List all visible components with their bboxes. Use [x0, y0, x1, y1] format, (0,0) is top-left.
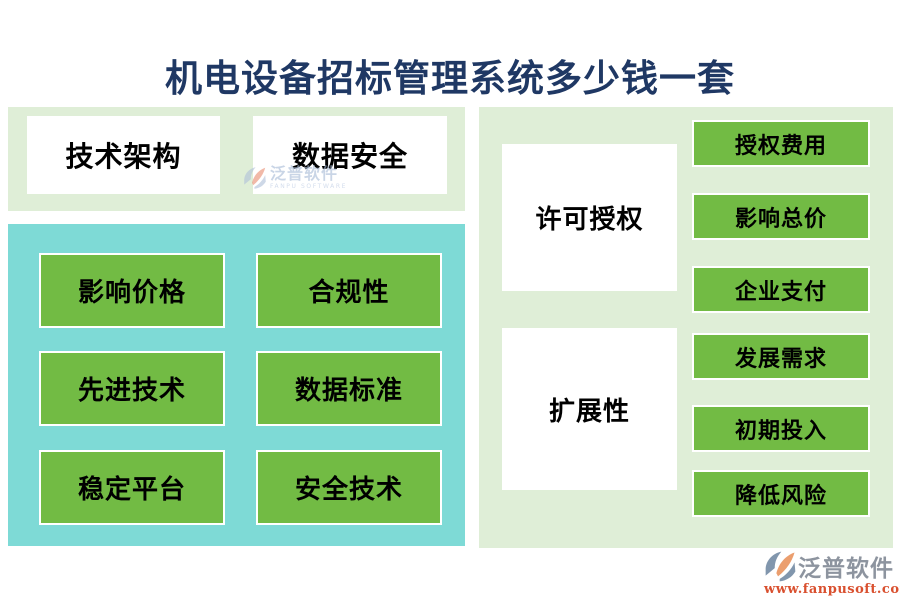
category-label: 技术架构 [65, 140, 182, 173]
factor-label: 稳定平台 [77, 475, 186, 505]
group-label: 扩展性 [548, 396, 630, 427]
item-label: 企业支付 [734, 279, 827, 305]
item-label: 影响总价 [734, 206, 827, 232]
item-block-initial-investment: 初期投入 [692, 405, 870, 452]
item-block-license-fee: 授权费用 [692, 120, 870, 167]
item-block-total-price-impact: 影响总价 [692, 193, 870, 240]
factor-label: 合规性 [308, 278, 390, 308]
page-title: 机电设备招标管理系统多少钱一套 [165, 56, 735, 100]
group-label: 许可授权 [535, 205, 644, 235]
left-factors-panel: 影响价格 合规性 先进技术 数据标准 稳定平台 安全技术 [8, 224, 465, 546]
category-label: 数据安全 [291, 140, 408, 173]
watermark-url-text: www.fanpusoft.com [764, 582, 900, 597]
right-panel: 许可授权 授权费用 影响总价 企业支付 扩展性 发展需求 初期投入 降低风险 [479, 107, 893, 548]
group-box-license-authorization: 许可授权 [502, 144, 677, 291]
item-label: 发展需求 [734, 346, 827, 372]
factor-block-advanced-tech: 先进技术 [39, 351, 225, 426]
factor-block-compliance: 合规性 [256, 253, 442, 328]
factor-label: 数据标准 [294, 376, 403, 406]
factor-label: 影响价格 [77, 278, 186, 308]
left-header-panel: 技术架构 数据安全 [8, 107, 465, 211]
factor-label: 先进技术 [77, 376, 186, 406]
factor-label: 安全技术 [294, 475, 403, 505]
factor-block-price-impact: 影响价格 [39, 253, 225, 328]
watermark-footer: 泛普软件 www.fanpusoft.com [764, 549, 900, 597]
item-block-risk-reduction: 降低风险 [692, 470, 870, 517]
category-box-tech-architecture: 技术架构 [27, 116, 220, 194]
group-box-extensibility: 扩展性 [502, 328, 677, 490]
item-block-development-needs: 发展需求 [692, 333, 870, 380]
watermark-brand-text: 泛普软件 [798, 556, 894, 582]
fanpu-logo-icon [765, 551, 796, 581]
factor-block-security-tech: 安全技术 [256, 450, 442, 525]
item-label: 初期投入 [734, 418, 827, 444]
factor-block-data-standard: 数据标准 [256, 351, 442, 426]
category-box-data-security: 数据安全 [253, 116, 447, 194]
item-label: 降低风险 [734, 483, 827, 509]
item-label: 授权费用 [734, 133, 827, 159]
item-block-enterprise-payment: 企业支付 [692, 266, 870, 313]
factor-block-stable-platform: 稳定平台 [39, 450, 225, 525]
